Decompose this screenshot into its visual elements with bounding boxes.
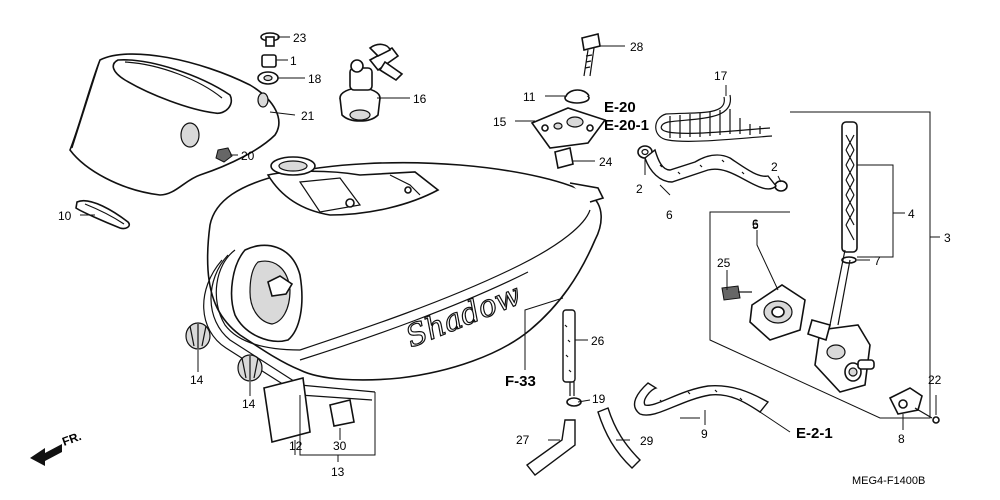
bolt-28 xyxy=(581,33,601,77)
ref-f33: F-33 xyxy=(505,373,536,390)
ref-e20: E-20 xyxy=(604,99,636,116)
joint-hose-27 xyxy=(525,419,576,476)
damper-rubber-14b xyxy=(237,354,263,382)
callout-numbers: 23 1 18 21 16 20 10 28 11 15 24 2 6 2 17… xyxy=(58,31,951,479)
ref-e2-1: E-2-1 xyxy=(796,425,833,442)
grommet-18 xyxy=(257,71,279,85)
breather-hose-29 xyxy=(597,407,641,469)
callout-24: 24 xyxy=(599,155,613,169)
callout-21: 21 xyxy=(301,109,315,123)
callout-2a: 2 xyxy=(636,182,643,196)
callout-15: 15 xyxy=(493,115,507,129)
callout-14b: 14 xyxy=(242,397,256,411)
callout-8: 8 xyxy=(898,432,905,446)
fuel-hose-9 xyxy=(633,382,770,416)
collar-1 xyxy=(261,54,277,68)
cross-references: E-20 E-20-1 F-33 E-2-1 xyxy=(505,99,833,442)
bracket-15 xyxy=(530,107,607,149)
tank-cover-console xyxy=(69,53,280,196)
fuel-valve-body xyxy=(807,249,875,393)
callout-27: 27 xyxy=(516,433,530,447)
callout-22: 22 xyxy=(928,373,942,387)
callout-9: 9 xyxy=(701,427,708,441)
leader-lines xyxy=(80,36,940,462)
callout-18: 18 xyxy=(308,72,322,86)
callout-28: 28 xyxy=(630,40,644,54)
callout-4: 4 xyxy=(908,207,915,221)
callout-14a: 14 xyxy=(190,373,204,387)
callout-19: 19 xyxy=(592,392,606,406)
fuel-cap-with-key xyxy=(339,43,404,122)
fuel-tank: Shadow xyxy=(203,156,605,401)
caution-label-12 xyxy=(263,377,311,444)
ref-e20-1: E-20-1 xyxy=(604,117,649,134)
o-ring-7 xyxy=(841,256,857,264)
callout-7: 7 xyxy=(874,254,881,268)
callout-30: 30 xyxy=(333,439,347,453)
collar-24 xyxy=(554,147,574,169)
callout-12: 12 xyxy=(289,439,303,453)
callout-20: 20 xyxy=(241,149,255,163)
valve-diaphragm-cover xyxy=(749,284,806,341)
callout-29: 29 xyxy=(640,434,654,448)
screw-22 xyxy=(914,407,940,424)
damper-rubber-14a xyxy=(185,322,211,350)
nut-20 xyxy=(215,147,233,163)
valve-lever-8 xyxy=(888,387,923,415)
callout-26: 26 xyxy=(591,334,605,348)
callout-1: 1 xyxy=(290,54,297,68)
breather-tube-17 xyxy=(655,94,773,142)
callout-2b: 2 xyxy=(771,160,778,174)
fuel-hose-6 xyxy=(644,148,777,190)
caution-label-30 xyxy=(329,399,355,427)
callout-13: 13 xyxy=(331,465,345,479)
callout-10: 10 xyxy=(58,209,72,223)
callout-3: 3 xyxy=(944,231,951,245)
callout-25: 25 xyxy=(717,256,731,270)
callout-5-label: 5 xyxy=(752,218,759,232)
callout-6b: 6 xyxy=(752,217,759,231)
mount-bolt-23 xyxy=(260,32,280,47)
callout-23: 23 xyxy=(293,31,307,45)
diagram-code: MEG4-F1400B xyxy=(852,475,925,487)
callout-11: 11 xyxy=(523,90,536,104)
callout-16: 16 xyxy=(413,92,427,106)
callout-17: 17 xyxy=(714,69,728,83)
cap-11 xyxy=(564,89,590,104)
fuel-strainer-4 xyxy=(841,121,858,253)
breather-hose-26 xyxy=(562,309,576,396)
callout-6a: 6 xyxy=(666,208,673,222)
front-label: FR. xyxy=(60,429,83,449)
front-direction-indicator: FR. xyxy=(30,429,83,466)
